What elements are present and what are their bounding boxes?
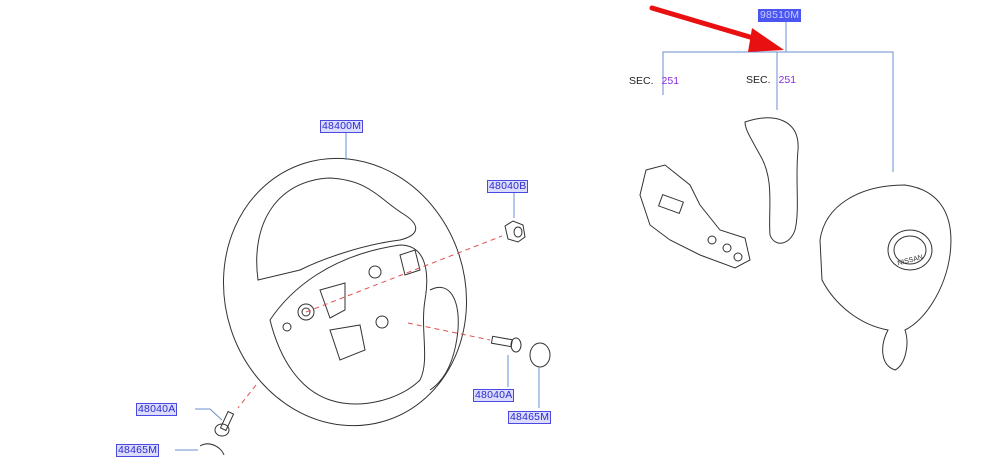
hardware-drawing <box>199 220 551 455</box>
part-label-48040A-right[interactable]: 48040A <box>473 389 515 402</box>
airbag-drawing: NISSAN <box>639 117 952 371</box>
part-label-48400M[interactable]: 48400M <box>320 120 364 133</box>
section-ref-2: SEC. 251 <box>746 74 796 86</box>
section-link[interactable]: 251 <box>661 75 680 87</box>
red-arrow-icon <box>649 5 784 52</box>
section-prefix: SEC. <box>629 75 654 87</box>
section-ref-1: SEC. 251 <box>629 75 679 87</box>
part-label-48040B[interactable]: 48040B <box>487 180 529 193</box>
part-label-98510M[interactable]: 98510M <box>758 9 802 22</box>
part-label-48040A-left[interactable]: 48040A <box>136 403 178 416</box>
part-label-48465M-right[interactable]: 48465M <box>508 411 552 424</box>
section-prefix: SEC. <box>746 74 771 86</box>
section-link[interactable]: 251 <box>778 74 797 86</box>
leader-lines <box>175 21 894 451</box>
steering-wheel-drawing <box>222 157 468 427</box>
svg-text:NISSAN: NISSAN <box>897 254 924 268</box>
part-label-48465M-left[interactable]: 48465M <box>116 444 160 457</box>
assembly-dashed-lines <box>237 235 503 409</box>
